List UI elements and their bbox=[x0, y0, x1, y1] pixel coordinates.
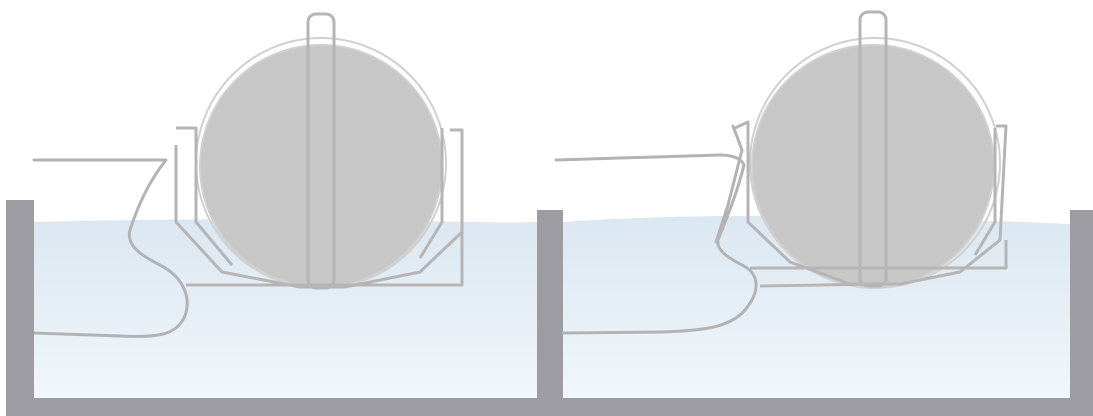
right-panel bbox=[554, 10, 1093, 416]
left-sample bbox=[195, 37, 447, 289]
left-panel bbox=[6, 12, 563, 416]
right-sample-outer-ring bbox=[749, 37, 1001, 289]
left-holder-frame bbox=[174, 126, 464, 289]
right-wire-hook bbox=[554, 153, 758, 335]
left-wire-hook bbox=[32, 158, 189, 338]
right-sample-body bbox=[752, 45, 994, 287]
right-wire-kink bbox=[714, 124, 744, 244]
left-tank-divider bbox=[537, 210, 563, 416]
left-center-rod bbox=[306, 12, 336, 290]
left-sample-body bbox=[200, 45, 442, 287]
right-center-rod bbox=[858, 10, 888, 288]
right-holder-frame bbox=[734, 120, 1008, 288]
